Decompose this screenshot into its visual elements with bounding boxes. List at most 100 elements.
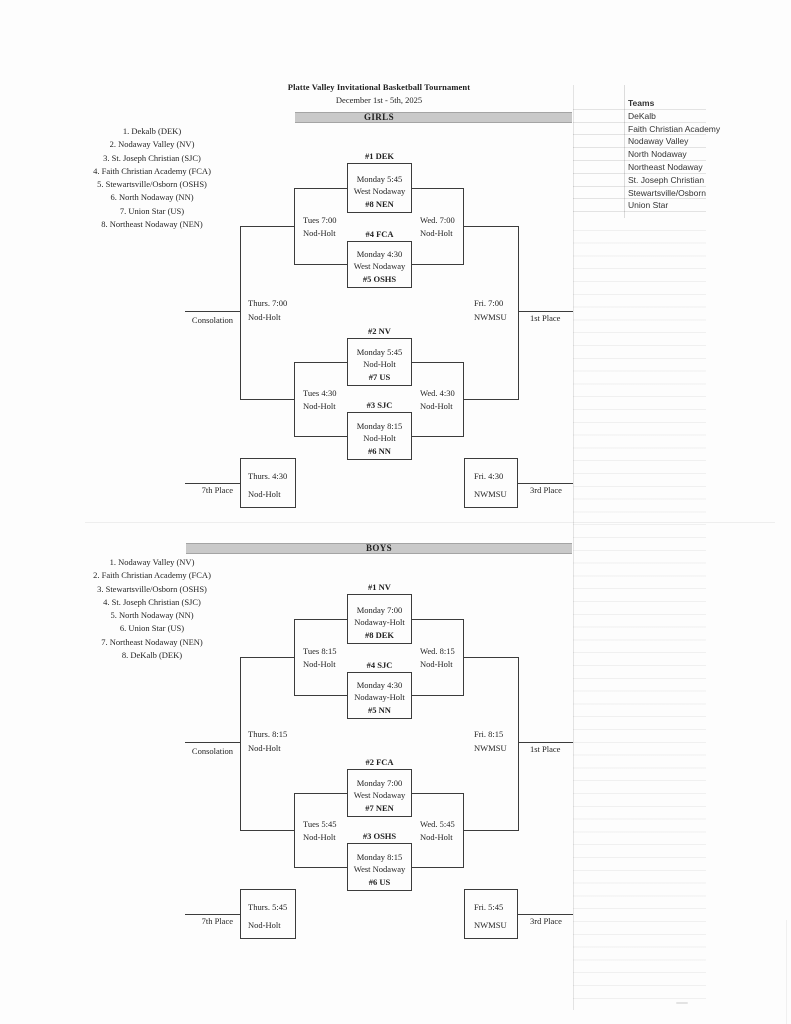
game-venue: Nod-Holt (248, 920, 281, 930)
bracket-line (518, 311, 573, 312)
bracket-line (294, 793, 347, 794)
seed-item: 4. St. Joseph Christian (SJC) (103, 596, 201, 607)
seventh-place-box (240, 889, 296, 939)
seed-item: 3. St. Joseph Christian (SJC) (103, 152, 201, 163)
bracket-line (463, 657, 519, 658)
seed-item: 7. Union Star (US) (119, 205, 185, 216)
tournament-dates: December 1st - 5th, 2025 (335, 95, 423, 105)
bracket-line (294, 619, 347, 620)
boys-section-label: BOYS (365, 543, 393, 553)
game-box: Monday 5:45 Nod-Holt #7 US (347, 338, 412, 386)
seed-label-bottom: #5 OSHS (362, 274, 397, 285)
game-time: Thurs. 4:30 (248, 471, 288, 481)
boys-section-bar (186, 543, 572, 554)
game-venue: Nod-Holt (303, 400, 336, 411)
seed-label-top: #4 SJC (366, 660, 393, 670)
consolation-semi-label: Tues 7:00 Nod-Holt (303, 214, 359, 239)
bracket-line (185, 742, 241, 743)
championship-semi-label: Wed. 4:30 Nod-Holt (420, 387, 476, 412)
bracket-line (518, 742, 573, 743)
seed-item: 1. Nodaway Valley (NV) (109, 557, 195, 567)
game-venue: Nodaway-Holt (354, 617, 405, 628)
grid-line (85, 522, 775, 523)
seed-item: 1. Dekalb (DEK) (122, 126, 182, 136)
championship-semi-label: Wed. 7:00 Nod-Holt (420, 214, 476, 239)
game-venue: Nod-Holt (303, 658, 336, 669)
bracket-line (185, 914, 241, 915)
seed-item: 2. Nodaway Valley (NV) (109, 139, 195, 150)
game-box: Monday 7:00 Nodaway-Holt #8 DEK (347, 594, 412, 644)
game-venue: Nod-Holt (420, 227, 453, 238)
seed-label-bottom: #6 NN (368, 446, 391, 457)
place-label: 3rd Place (530, 916, 562, 926)
seed-label-top: #2 FCA (365, 757, 394, 767)
grid-line (624, 85, 625, 218)
bracket-line (518, 226, 519, 400)
game-time: Wed. 5:45 (420, 819, 455, 829)
seed-item: 2. Faith Christian Academy (FCA) (93, 570, 211, 581)
game-venue: Nodaway-Holt (354, 692, 405, 703)
game-time: Wed. 4:30 (420, 388, 455, 398)
place-label: 7th Place (201, 916, 233, 926)
game-venue: Nod-Holt (363, 359, 396, 370)
third-place-box (464, 889, 518, 939)
game-venue: West Nodaway (353, 186, 406, 197)
seed-item: 3. Stewartsville/Osborn (OSHS) (97, 583, 207, 594)
game-box: Monday 7:00 West Nodaway #7 NEN (347, 769, 412, 817)
bracket-line (294, 264, 347, 265)
game-time: Fri. 5:45 (474, 902, 504, 912)
bracket-line (412, 188, 464, 189)
game-time: Tues 7:00 (303, 215, 337, 225)
bracket-line (412, 264, 464, 265)
bracket-line (294, 362, 347, 363)
bracket-line (463, 399, 519, 400)
game-venue: Nod-Holt (248, 489, 281, 499)
seed-label-top: #4 FCA (365, 229, 394, 239)
boys-bracket: BOYS 1. Nodaway Valley (NV) 2. Faith Chr… (0, 543, 791, 943)
team-row: St. Joseph Christian (573, 174, 706, 187)
game-venue: NWMSU (474, 920, 507, 930)
game-box: Monday 8:15 Nod-Holt #6 NN (347, 412, 412, 460)
spreadsheet-gridlines (573, 218, 706, 1008)
team-row: North Nodaway (573, 148, 706, 161)
girls-section-label: GIRLS (363, 112, 394, 122)
boys-seed-list: 1. Nodaway Valley (NV) 2. Faith Christia… (32, 556, 272, 662)
game-time: Fri. 8:15 (474, 729, 504, 739)
championship-semi-label: Wed. 8:15 Nod-Holt (420, 645, 476, 670)
game-time: Fri. 4:30 (474, 471, 504, 481)
game-box: Monday 8:15 West Nodaway #6 US (347, 843, 412, 891)
game-time: Thurs. 5:45 (248, 902, 288, 912)
seed-label-top: #3 OSHS (362, 831, 397, 841)
game-time: Tues 8:15 (303, 646, 337, 656)
bracket-line (517, 914, 573, 915)
game-venue: West Nodaway (353, 261, 406, 272)
page-title: Platte Valley Invitational Basketball To… (287, 82, 471, 92)
consolation-semi-label: Tues 5:45 Nod-Holt (303, 818, 359, 843)
teams-panel: Teams DeKalb Faith Christian Academy Nod… (573, 97, 720, 213)
seed-label-bottom: #6 US (368, 877, 391, 888)
game-venue: Nod-Holt (420, 400, 453, 411)
place-label: 7th Place (201, 485, 233, 495)
seed-item: 8. DeKalb (DEK) (121, 650, 183, 661)
place-label: 3rd Place (530, 485, 562, 495)
bracket-line (240, 657, 241, 831)
bracket-line (518, 657, 519, 831)
page-edge-line (786, 920, 787, 1024)
seed-label-bottom: #7 NEN (365, 803, 394, 814)
game-box: Monday 4:30 West Nodaway #5 OSHS (347, 241, 412, 288)
girls-seed-list: 1. Dekalb (DEK) 2. Nodaway Valley (NV) 3… (32, 125, 272, 231)
game-time: Monday 4:30 (356, 679, 403, 690)
seed-label-bottom: #7 US (368, 372, 391, 383)
consolation-semi-label: Tues 8:15 Nod-Holt (303, 645, 359, 670)
seed-label-top: #3 SJC (366, 400, 393, 410)
game-time: Monday 4:30 (356, 248, 403, 259)
place-label: 1st Place (530, 744, 561, 754)
game-time: Monday 8:15 (356, 420, 403, 431)
game-venue: West Nodaway (353, 790, 406, 801)
game-time: Monday 7:00 (356, 604, 403, 615)
game-venue: NWMSU (474, 743, 507, 753)
bracket-line (412, 436, 464, 437)
seed-label-bottom: #8 NEN (365, 199, 394, 210)
bracket-line (294, 695, 347, 696)
bracket-line (517, 483, 573, 484)
